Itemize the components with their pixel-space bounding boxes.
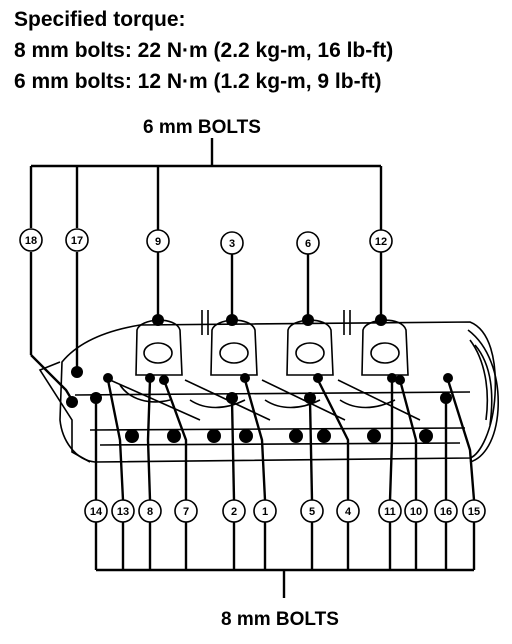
callout-2: 2 bbox=[222, 499, 246, 523]
callout-3: 3 bbox=[220, 231, 244, 255]
callout-15: 15 bbox=[462, 499, 486, 523]
svg-text:5: 5 bbox=[309, 506, 315, 518]
callout-17: 17 bbox=[65, 228, 89, 252]
callout-11: 11 bbox=[378, 499, 402, 523]
callout-6: 6 bbox=[296, 231, 320, 255]
svg-text:13: 13 bbox=[117, 506, 129, 518]
svg-text:2: 2 bbox=[231, 506, 237, 518]
svg-text:1: 1 bbox=[262, 506, 268, 518]
svg-text:9: 9 bbox=[155, 236, 161, 248]
callout-1: 1 bbox=[253, 499, 277, 523]
torque-spec: Specified torque: 8 mm bolts: 22 N·m (2.… bbox=[14, 4, 393, 97]
callout-16: 16 bbox=[434, 499, 458, 523]
svg-text:6: 6 bbox=[305, 238, 311, 250]
leader-lines-6mm bbox=[29, 138, 383, 401]
svg-text:14: 14 bbox=[90, 506, 103, 518]
svg-text:11: 11 bbox=[384, 506, 396, 518]
label-6mm-bolts: 6 mm BOLTS bbox=[143, 117, 261, 138]
svg-text:18: 18 bbox=[25, 235, 37, 247]
spec-6mm-line: 6 mm bolts: 12 N·m (1.2 kg-m, 9 lb-ft) bbox=[14, 70, 382, 93]
svg-text:10: 10 bbox=[410, 506, 422, 518]
callout-13: 13 bbox=[111, 499, 135, 523]
callout-8: 8 bbox=[138, 499, 162, 523]
callout-7: 7 bbox=[174, 499, 198, 523]
svg-text:7: 7 bbox=[183, 506, 189, 518]
svg-text:12: 12 bbox=[375, 236, 387, 248]
svg-text:3: 3 bbox=[229, 238, 235, 250]
callout-18: 18 bbox=[19, 228, 43, 252]
svg-text:16: 16 bbox=[440, 506, 452, 518]
bolt-heads bbox=[66, 314, 453, 443]
svg-text:15: 15 bbox=[468, 506, 480, 518]
spec-8mm-line: 8 mm bolts: 22 N·m (2.2 kg-m, 16 lb-ft) bbox=[14, 39, 394, 62]
label-8mm-bolts: 8 mm BOLTS bbox=[221, 609, 339, 630]
leader-lines-8mm bbox=[94, 379, 476, 598]
callout-5: 5 bbox=[300, 499, 324, 523]
callout-12: 12 bbox=[369, 229, 393, 253]
svg-text:17: 17 bbox=[71, 235, 83, 247]
callout-9: 9 bbox=[146, 229, 170, 253]
spec-title: Specified torque: bbox=[14, 8, 186, 31]
svg-text:4: 4 bbox=[345, 506, 352, 518]
svg-text:8: 8 bbox=[147, 506, 153, 518]
callout-10: 10 bbox=[404, 499, 428, 523]
callout-14: 14 bbox=[84, 499, 108, 523]
callout-4: 4 bbox=[336, 499, 360, 523]
